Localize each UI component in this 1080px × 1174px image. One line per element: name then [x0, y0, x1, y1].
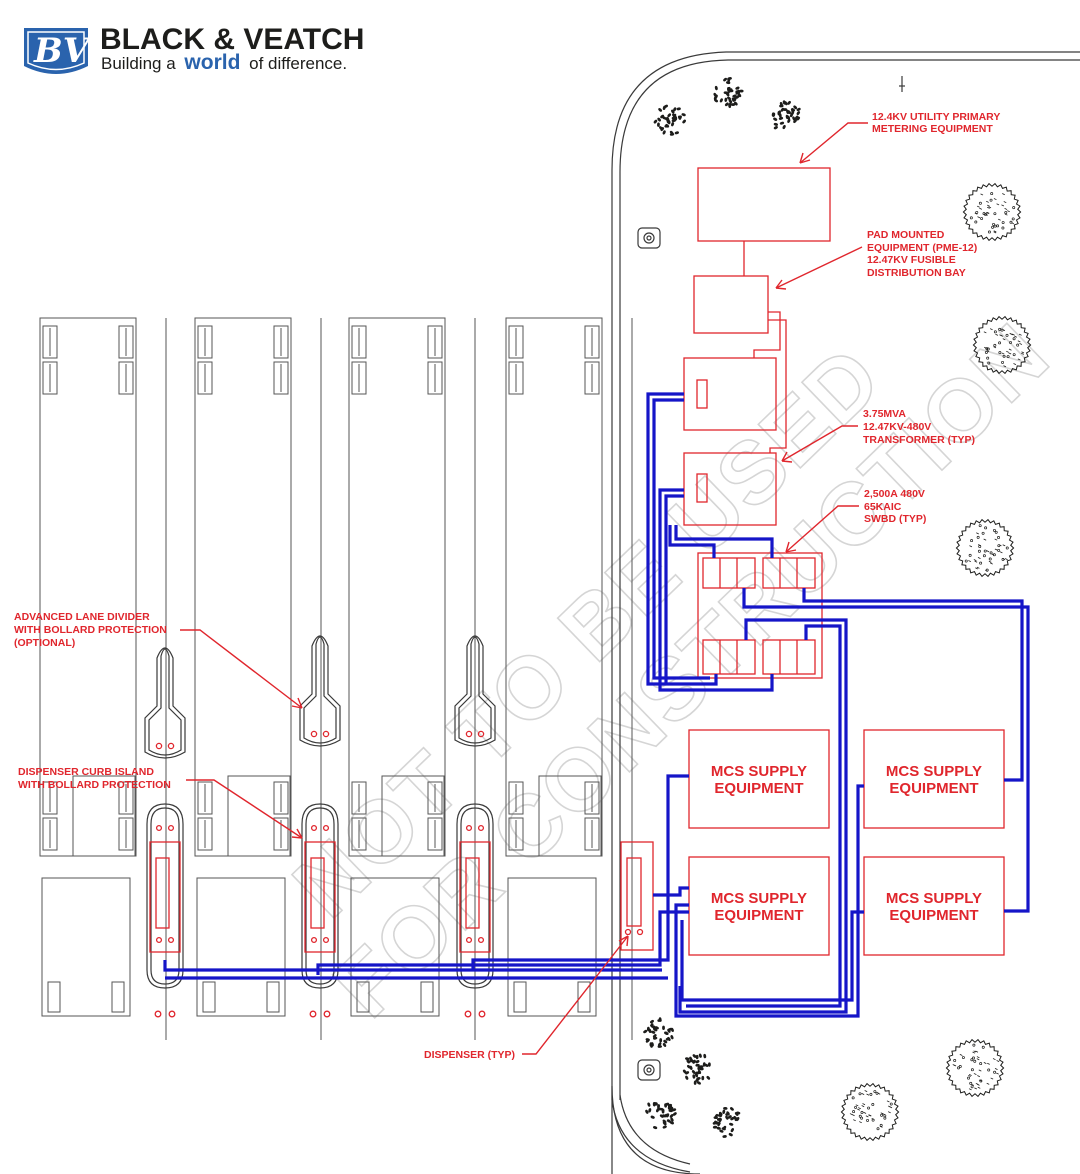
utility-metering-equipment: [697, 167, 831, 242]
survey-marker-upper: [637, 227, 661, 249]
swbd-4: [762, 639, 816, 675]
mcs-3-label-b: EQUIPMENT: [714, 907, 803, 924]
mcs-1-label-b: EQUIPMENT: [714, 780, 803, 797]
svg-text:TRANSFORMER (TYP): TRANSFORMER (TYP): [863, 434, 975, 446]
shrub-1: [653, 104, 686, 136]
mcs-4-label-a: MCS SUPPLY: [886, 890, 982, 907]
mcs-4-label-b: EQUIPMENT: [889, 907, 978, 924]
svg-text:PAD MOUNTED: PAD MOUNTED: [867, 229, 945, 241]
lane-4: [505, 317, 633, 1040]
svg-text:(OPTIONAL): (OPTIONAL): [14, 637, 75, 649]
svg-text:DISPENSER (TYP): DISPENSER (TYP): [424, 1049, 515, 1061]
mcs-2-label-b: EQUIPMENT: [889, 780, 978, 797]
landscape-shrubs: [643, 77, 801, 1138]
tree-1: [962, 182, 1022, 242]
callout-transformer: 3.75MVA 12.47KV-480V TRANSFORMER (TYP): [781, 408, 975, 463]
swbd-1: [702, 557, 756, 589]
shrub-3: [771, 100, 801, 130]
brand-logo: BV BLACK & VEATCH Building a world of di…: [24, 23, 364, 74]
callout-dispenser: DISPENSER (TYP): [424, 935, 629, 1061]
shrub-7: [712, 1107, 741, 1138]
swbd-enclosure: [697, 552, 823, 679]
lane-2: [194, 317, 322, 1040]
tree-5: [840, 1082, 900, 1142]
tree-4: [945, 1038, 1005, 1098]
brand-tagline: Building a world of difference.: [101, 51, 347, 74]
tagline-before: Building a: [101, 54, 176, 73]
callout-swbd: 2,500A 480V 65KAIC SWBD (TYP): [785, 488, 926, 553]
svg-text:DISPENSER CURB ISLAND: DISPENSER CURB ISLAND: [18, 766, 154, 778]
callouts: 12.4KV UTILITY PRIMARY METERING EQUIPMEN…: [14, 111, 1000, 1061]
dispenser-yard: [620, 841, 654, 951]
cable-routes: [163, 392, 1030, 1018]
landscape-trees: [840, 182, 1032, 1142]
swbd-2: [762, 557, 816, 589]
svg-text:DISTRIBUTION BAY: DISTRIBUTION BAY: [867, 267, 966, 279]
pad-mounted-equipment: [693, 275, 769, 334]
callout-lane-divider: ADVANCED LANE DIVIDER WITH BOLLARD PROTE…: [14, 611, 303, 709]
shrub-2: [713, 77, 744, 109]
lane-divider-2: [299, 635, 341, 747]
mcs-1-label-a: MCS SUPPLY: [711, 763, 807, 780]
swbd-3: [702, 639, 756, 675]
shrub-6: [645, 1102, 677, 1130]
svg-text:12.47KV FUSIBLE: 12.47KV FUSIBLE: [867, 254, 956, 266]
mcs-2-label-a: MCS SUPPLY: [886, 763, 982, 780]
curb-island-1: [146, 803, 184, 1018]
svg-text:EQUIPMENT (PME-12): EQUIPMENT (PME-12): [867, 242, 977, 254]
svg-text:WITH BOLLARD PROTECTION: WITH BOLLARD PROTECTION: [14, 624, 167, 636]
svg-text:METERING EQUIPMENT: METERING EQUIPMENT: [872, 123, 993, 135]
svg-text:2,500A 480V: 2,500A 480V: [864, 488, 925, 500]
tagline-emph: world: [183, 51, 240, 74]
lane-divider-1: [144, 647, 186, 759]
svg-text:12.4KV UTILITY PRIMARY: 12.4KV UTILITY PRIMARY: [872, 111, 1000, 123]
mcs-supply-1: [688, 729, 830, 829]
svg-text:3.75MVA: 3.75MVA: [863, 408, 906, 420]
tagline-after: of difference: [249, 54, 342, 73]
svg-text:65KAIC: 65KAIC: [864, 501, 902, 513]
svg-text:WITH BOLLARD PROTECTION: WITH BOLLARD PROTECTION: [18, 779, 171, 791]
tree-2: [972, 315, 1032, 375]
svg-text:12.47KV-480V: 12.47KV-480V: [863, 421, 931, 433]
site-boundary: [611, 51, 1080, 1174]
svg-text:ADVANCED LANE DIVIDER: ADVANCED LANE DIVIDER: [14, 611, 150, 623]
equipment-yard: MCS SUPPLY EQUIPMENT MCS SUPPLY EQUIPMEN…: [620, 167, 1005, 956]
lane-1: [39, 317, 167, 1040]
callout-curb-island: DISPENSER CURB ISLAND WITH BOLLARD PROTE…: [18, 766, 303, 839]
mcs-3-label-a: MCS SUPPLY: [711, 890, 807, 907]
mcs-supply-4: [863, 856, 1005, 956]
shrub-4: [643, 1017, 674, 1048]
survey-marker-lower: [637, 1059, 661, 1081]
logo-letters: BV: [33, 31, 93, 71]
callout-utility-metering: 12.4KV UTILITY PRIMARY METERING EQUIPMEN…: [799, 111, 1000, 164]
brand-name: BLACK & VEATCH: [100, 23, 364, 56]
svg-text:SWBD (TYP): SWBD (TYP): [864, 513, 926, 525]
shrub-5: [682, 1053, 711, 1085]
tree-3: [955, 518, 1015, 578]
bv-logo-icon: BV: [24, 28, 93, 74]
lane-divider-3: [454, 635, 496, 747]
callout-pad-mounted: PAD MOUNTED EQUIPMENT (PME-12) 12.47KV F…: [775, 229, 977, 290]
watermark-line-2: FOR CONSTRUCTION: [315, 304, 1068, 1036]
lane-3: [348, 317, 476, 1040]
